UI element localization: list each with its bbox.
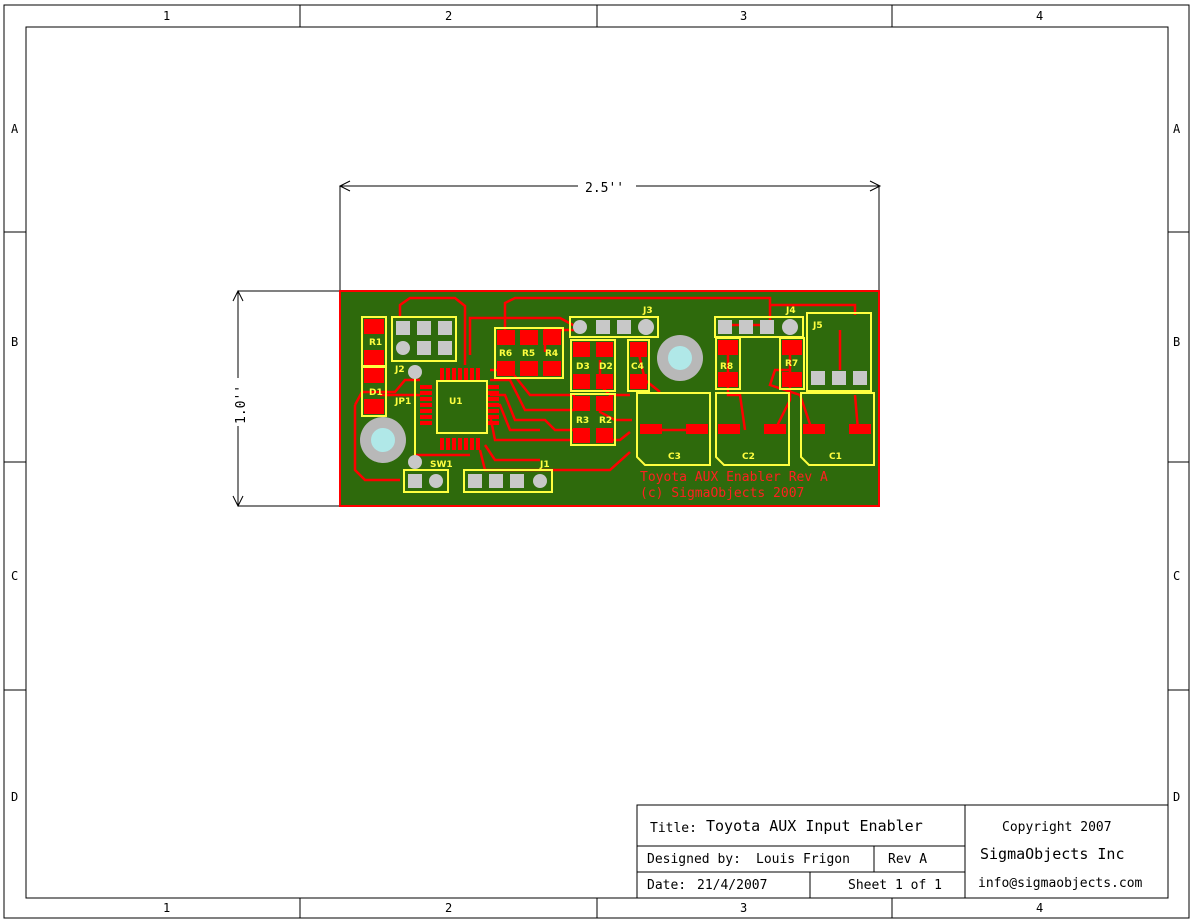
- refdes-r5: R5: [522, 349, 535, 359]
- refdes-d3: D3: [576, 362, 590, 372]
- through-hole-pads: [396, 319, 867, 488]
- mounting-holes: [360, 335, 703, 463]
- title-label: Title:: [650, 821, 697, 836]
- refdes-u1: U1: [449, 397, 463, 407]
- row-label-right-c: C: [1173, 569, 1180, 583]
- refdes-r2: R2: [599, 416, 612, 426]
- designed-by-value: Louis Frigon: [756, 852, 850, 867]
- refdes-r4: R4: [545, 349, 558, 359]
- refdes-d1: D1: [369, 388, 383, 398]
- date-value: 21/4/2007: [697, 878, 767, 893]
- refdes-d2: D2: [599, 362, 613, 372]
- refdes-r3: R3: [576, 416, 589, 426]
- sheet-number: Sheet 1 of 1: [848, 878, 942, 893]
- company-name: SigmaObjects Inc: [980, 845, 1125, 863]
- row-label-left-d: D: [11, 790, 18, 804]
- height-dimension: 1.0'': [230, 289, 340, 508]
- row-label-right-a: A: [1173, 122, 1181, 136]
- refdes-j2: J2: [394, 365, 405, 375]
- refdes-c2: C2: [742, 452, 755, 462]
- refdes-j4: J4: [785, 306, 796, 316]
- row-label-left-b: B: [11, 335, 18, 349]
- board-title-text: Toyota AUX Enabler Rev A: [640, 470, 828, 485]
- col-label-bottom-3: 3: [740, 901, 747, 915]
- col-label-bottom-4: 4: [1036, 901, 1043, 915]
- reference-designators: R1 J2 D1 JP1 U1 SW1 J1 R6 R5 R4 D3 D2 R3…: [369, 306, 842, 470]
- refdes-j1: J1: [539, 460, 550, 470]
- row-label-left-c: C: [11, 569, 18, 583]
- width-dimension-label: 2.5'': [585, 181, 624, 196]
- smd-pads: [364, 319, 871, 450]
- designed-by-label: Designed by:: [647, 852, 741, 867]
- refdes-sw1: SW1: [430, 460, 453, 470]
- copyright-text: Copyright 2007: [1002, 820, 1112, 835]
- refdes-c4: C4: [631, 362, 644, 372]
- title-block: Title: Toyota AUX Input Enabler Designed…: [636, 804, 1169, 899]
- refdes-jp1: JP1: [394, 397, 411, 407]
- row-label-right-d: D: [1173, 790, 1180, 804]
- silkscreen-outlines: [361, 312, 875, 493]
- refdes-c3: C3: [668, 452, 681, 462]
- height-dimension-label: 1.0'': [234, 385, 249, 424]
- col-label-top-1: 1: [163, 9, 170, 23]
- col-label-bottom-2: 2: [445, 901, 452, 915]
- col-label-top-3: 3: [740, 9, 747, 23]
- row-label-left-a: A: [11, 122, 19, 136]
- col-label-top-4: 4: [1036, 9, 1043, 23]
- refdes-r7: R7: [785, 359, 798, 369]
- title-value: Toyota AUX Input Enabler: [706, 817, 923, 835]
- col-label-bottom-1: 1: [163, 901, 170, 915]
- board-copyright-text: (c) SigmaObjects 2007: [640, 486, 804, 501]
- refdes-j3: J3: [642, 306, 653, 316]
- pcb-board: R1 J2 D1 JP1 U1 SW1 J1 R6 R5 R4 D3 D2 R3…: [339, 290, 880, 507]
- zone-labels: 1 2 3 4 1 2 3 4 A B C D A B C D: [11, 9, 1181, 915]
- refdes-r8: R8: [720, 362, 733, 372]
- refdes-r6: R6: [499, 349, 512, 359]
- refdes-j5: J5: [812, 321, 823, 331]
- row-label-right-b: B: [1173, 335, 1180, 349]
- revision: Rev A: [888, 852, 927, 867]
- date-label: Date:: [647, 878, 686, 893]
- refdes-r1: R1: [369, 338, 382, 348]
- company-email: info@sigmaobjects.com: [978, 876, 1143, 891]
- width-dimension: 2.5'': [338, 178, 882, 290]
- drawing-frame: [3, 4, 1190, 919]
- refdes-c1: C1: [829, 452, 842, 462]
- col-label-top-2: 2: [445, 9, 452, 23]
